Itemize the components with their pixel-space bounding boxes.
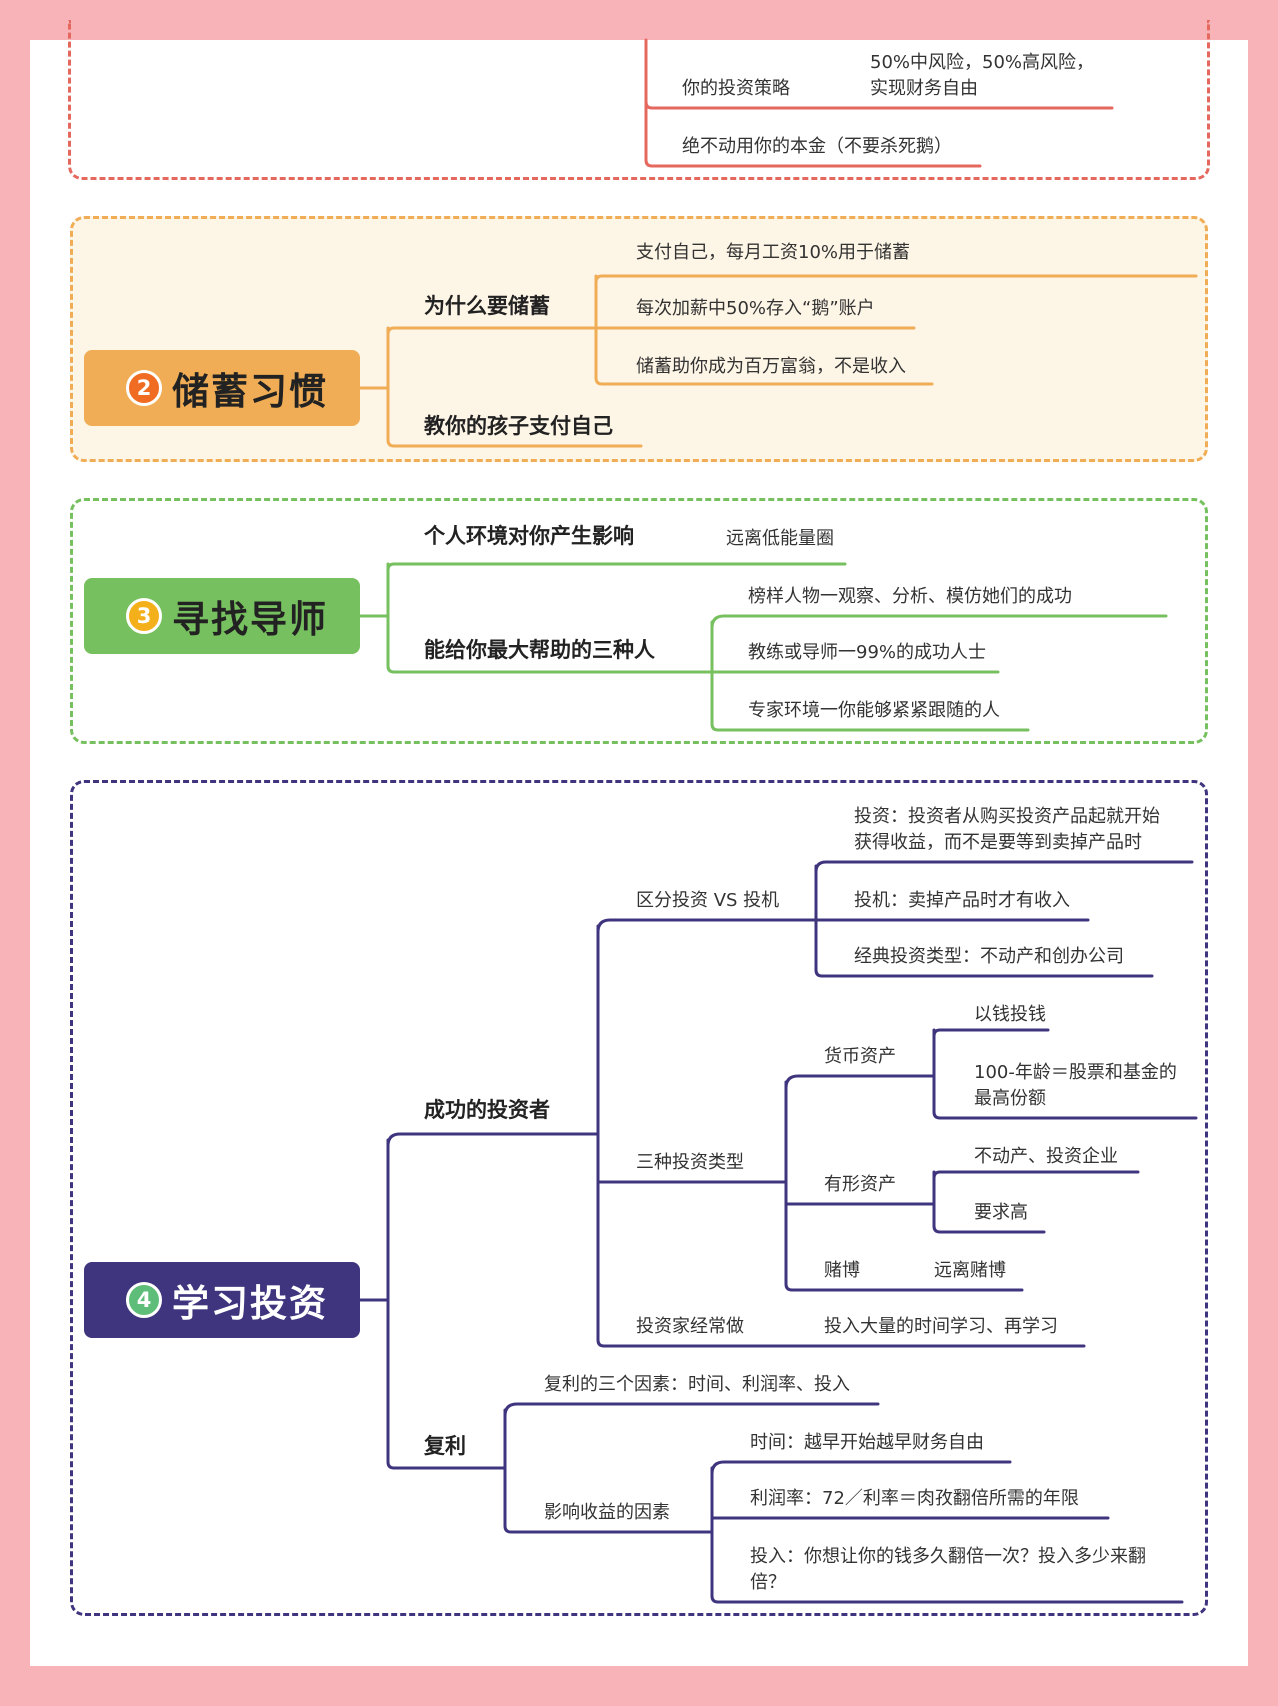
three-types: 三种投资类型 <box>636 1152 744 1173</box>
badge-2: 2 <box>126 370 162 406</box>
why-save: 为什么要储蓄 <box>424 294 550 318</box>
environment: 个人环境对你产生影响 <box>424 524 634 548</box>
investment-def-line2: 获得收益，而不是要等到卖掉产品时 <box>854 832 1142 853</box>
factor-input-line2: 倍？ <box>750 1572 786 1593</box>
avoid-gambling: 远离赌博 <box>934 1260 1006 1281</box>
millionaire: 储蓄助你成为百万富翁，不是收入 <box>636 356 906 377</box>
raise-50: 每次加薪中50%存入“鹅”账户 <box>636 298 875 319</box>
gambling: 赌博 <box>824 1260 860 1281</box>
age-rule-line1: 100-年龄＝股票和基金的 <box>974 1062 1177 1083</box>
section-3-branches <box>358 562 1168 732</box>
strategy-detail-line1: 50%中风险，50%高风险， <box>870 52 1095 73</box>
principal-rule: 绝不动用你的本金（不要杀死鹅） <box>682 136 952 157</box>
root-learn-investing: 4 学习投资 <box>84 1262 360 1338</box>
real-estate: 不动产、投资企业 <box>974 1146 1118 1167</box>
learn-investing-title: 学习投资 <box>172 1282 328 1325</box>
coach: 教练或导师一99%的成功人士 <box>748 642 987 663</box>
distinguish: 区分投资 VS 投机 <box>636 890 780 911</box>
monetary-assets: 货币资产 <box>824 1046 896 1067</box>
find-mentor-title: 寻找导师 <box>172 598 328 641</box>
section-1-frame <box>68 20 1210 180</box>
investment-def-line1: 投资：投资者从购买投资产品起就开始 <box>854 806 1160 827</box>
saving-habit-title: 储蓄习惯 <box>172 370 328 413</box>
learn-more: 投入大量的时间学习、再学习 <box>824 1316 1058 1337</box>
expert-env: 专家环境一你能够紧紧跟随的人 <box>748 700 1000 721</box>
speculation-def: 投机：卖掉产品时才有收入 <box>854 890 1070 911</box>
money-makes-money: 以钱投钱 <box>974 1004 1046 1025</box>
section-4-frame <box>70 780 1208 1616</box>
avoid-low-energy: 远离低能量圈 <box>726 528 834 549</box>
investors-do: 投资家经常做 <box>636 1316 744 1337</box>
tangible-assets: 有形资产 <box>824 1174 896 1195</box>
age-rule-line2: 最高份额 <box>974 1088 1046 1109</box>
root-saving-habit: 2 储蓄习惯 <box>84 350 360 426</box>
factors-affecting: 影响收益的因素 <box>544 1502 670 1523</box>
badge-3: 3 <box>126 598 162 634</box>
root-find-mentor: 3 寻找导师 <box>84 578 360 654</box>
factor-time: 时间：越早开始越早财务自由 <box>750 1432 984 1453</box>
section-3-frame <box>70 498 1208 744</box>
successful-investor: 成功的投资者 <box>424 1098 550 1122</box>
section-2-branches <box>358 274 1198 448</box>
factor-input-line1: 投入：你想让你的钱多久翻倍一次？投入多少来翻 <box>750 1546 1146 1567</box>
pay-yourself: 支付自己，每月工资10%用于储蓄 <box>636 242 911 263</box>
high-requirement: 要求高 <box>974 1202 1028 1223</box>
strategy-detail-line2: 实现财务自由 <box>870 78 978 99</box>
section-1-branches <box>644 38 1114 168</box>
factor-rate: 利润率：72／利率＝肉孜翻倍所需的年限 <box>750 1488 1079 1509</box>
strategy-label: 你的投资策略 <box>682 78 790 99</box>
teach-children: 教你的孩子支付自己 <box>424 414 613 438</box>
badge-4: 4 <box>126 1282 162 1318</box>
classic-types: 经典投资类型：不动产和创办公司 <box>854 946 1124 967</box>
compound: 复利 <box>424 1434 466 1458</box>
three-people: 能给你最大帮助的三种人 <box>424 638 655 662</box>
three-factors: 复利的三个因素：时间、利润率、投入 <box>544 1374 850 1395</box>
role-models: 榜样人物一观察、分析、模仿她们的成功 <box>748 586 1072 607</box>
section-4-branches <box>358 860 1198 1604</box>
